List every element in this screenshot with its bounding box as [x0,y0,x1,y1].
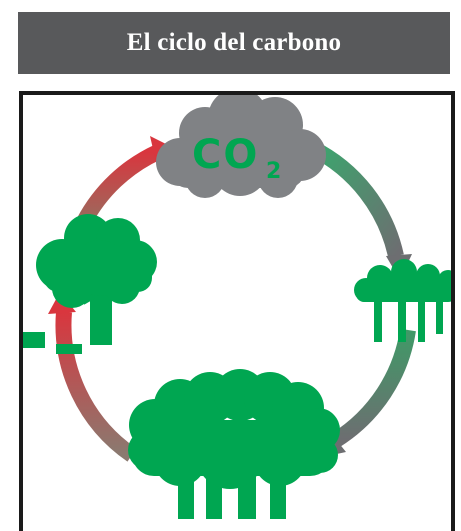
arrow-co2-to-small-trees [308,140,404,258]
co2-cloud-icon [156,95,326,198]
arrow-small-trees-to-forest [331,328,416,447]
title-bar: El ciclo del carbono [18,12,450,74]
co2-label: CO [192,132,259,178]
carbon-cycle-diagram: CO 2 [23,95,451,519]
arrow-tree-to-co2 [76,144,162,226]
diagram-title: El ciclo del carbono [126,29,342,56]
leaf-fragment-1 [23,332,45,348]
single-tree-icon [36,214,157,345]
diagram-frame [19,91,455,531]
leaf-fragment-2 [56,344,82,354]
co2-subscript: 2 [266,159,281,184]
arrow-forest-to-tree [55,311,137,462]
small-trees-icon [354,259,451,342]
forest-icon [128,369,340,519]
